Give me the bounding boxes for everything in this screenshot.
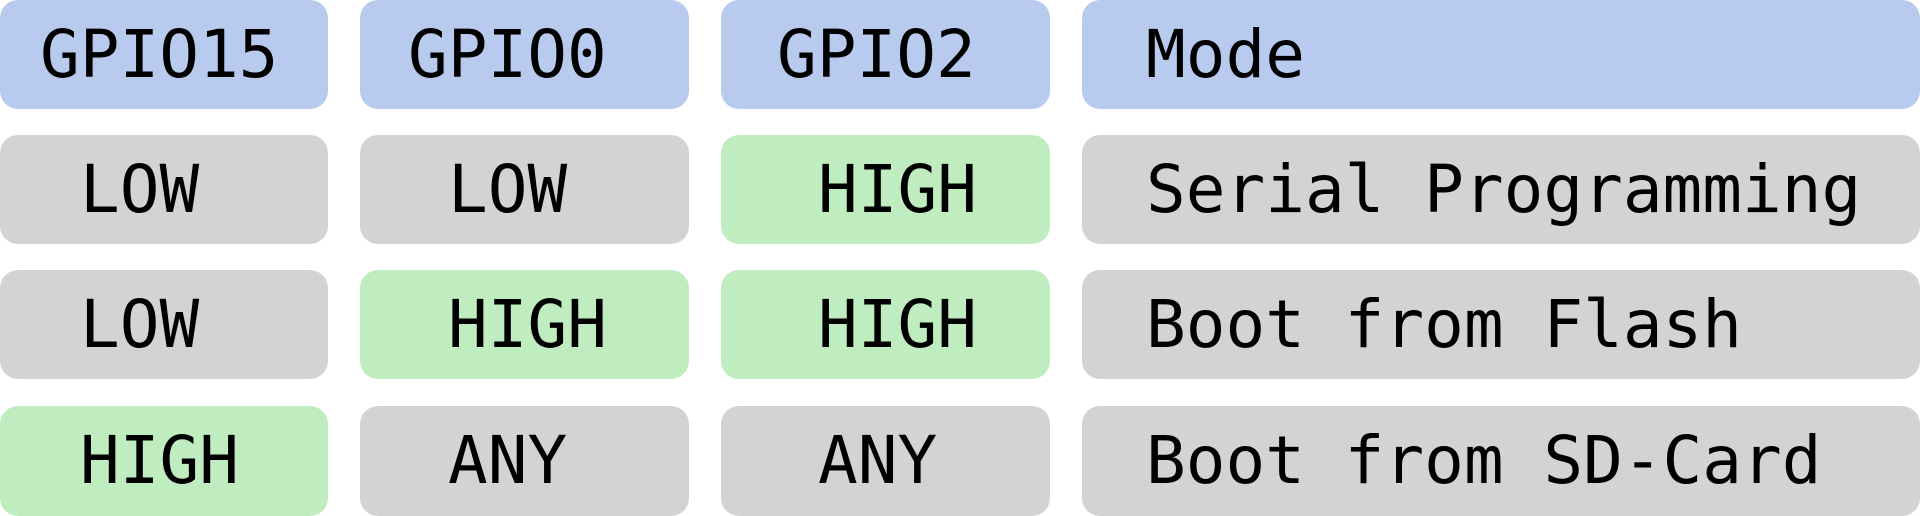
row3-mode-value: Boot from SD-Card — [1146, 422, 1822, 499]
row3-gpio15-value: HIGH — [80, 422, 239, 499]
row1-gpio0-value: LOW — [448, 150, 568, 228]
header-gpio0: GPIO0 — [360, 0, 689, 109]
row1-gpio0-cell: LOW — [360, 135, 689, 244]
row1-mode-value: Serial Programming — [1146, 150, 1862, 228]
row2-gpio0-cell: HIGH — [360, 270, 689, 379]
row2-gpio2-value: HIGH — [818, 285, 977, 363]
row2-mode-cell: Boot from Flash — [1082, 270, 1920, 379]
header-gpio15: GPIO15 — [0, 0, 328, 109]
row1-gpio15-value: LOW — [80, 150, 200, 228]
row3-mode-cell: Boot from SD-Card — [1082, 406, 1920, 516]
header-gpio15-label: GPIO15 — [40, 15, 279, 93]
header-mode-label: Mode — [1146, 15, 1305, 93]
row3-gpio2-cell: ANY — [721, 406, 1050, 516]
row2-gpio15-value: LOW — [80, 285, 200, 363]
header-gpio2-label: GPIO2 — [777, 15, 976, 93]
header-mode: Mode — [1082, 0, 1920, 109]
row1-mode-cell: Serial Programming — [1082, 135, 1920, 244]
row2-gpio2-cell: HIGH — [721, 270, 1050, 379]
row2-gpio15-cell: LOW — [0, 270, 328, 379]
row2-gpio0-value: HIGH — [448, 285, 607, 363]
row3-gpio2-value: ANY — [818, 422, 938, 499]
row1-gpio2-value: HIGH — [818, 150, 977, 228]
row1-gpio2-cell: HIGH — [721, 135, 1050, 244]
row3-gpio0-value: ANY — [448, 422, 568, 499]
row2-mode-value: Boot from Flash — [1146, 285, 1743, 363]
header-gpio0-label: GPIO0 — [408, 15, 607, 93]
row1-gpio15-cell: LOW — [0, 135, 328, 244]
row3-gpio15-cell: HIGH — [0, 406, 328, 516]
row3-gpio0-cell: ANY — [360, 406, 689, 516]
header-gpio2: GPIO2 — [721, 0, 1050, 109]
